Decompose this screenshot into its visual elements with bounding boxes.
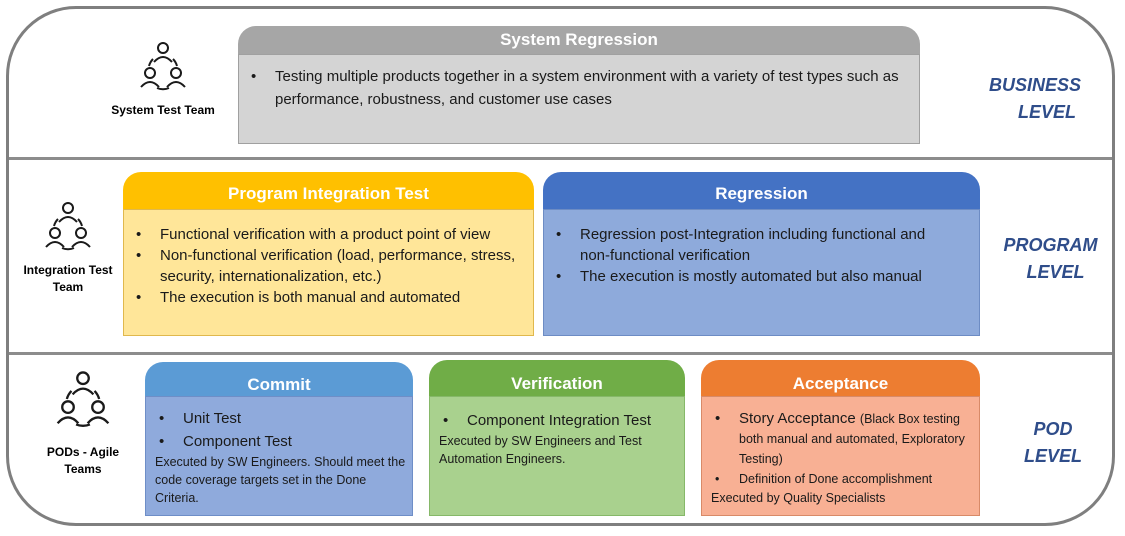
- bullet: The execution is mostly automated but al…: [556, 266, 959, 287]
- bullet: The execution is both manual and automat…: [136, 287, 523, 308]
- bullet: Component Test: [159, 430, 406, 453]
- bullet: Definition of Done accomplishment: [715, 470, 971, 489]
- commit-card: Commit Unit Test Component Test Executed…: [145, 362, 413, 516]
- card-body: Story Acceptance (Black Box testing both…: [701, 396, 980, 516]
- bullet: Story Acceptance (Black Box testing both…: [715, 409, 971, 469]
- card-body: Unit Test Component Test Executed by SW …: [145, 396, 413, 516]
- team-label: Integration Test Team: [23, 263, 113, 294]
- integration-test-team: Integration Test Team: [8, 200, 128, 296]
- pod-level-label: POD LEVEL: [1023, 419, 1082, 466]
- people-group-icon: [140, 42, 186, 91]
- card-title: Acceptance: [701, 360, 980, 396]
- program-integration-test-card: Program Integration Test Functional veri…: [123, 172, 534, 336]
- card-title: System Regression: [238, 26, 920, 54]
- team-label: System Test Team: [111, 103, 215, 117]
- diagram-frame: [6, 6, 1115, 526]
- bullet: Unit Test: [159, 407, 406, 430]
- bullet: Component Integration Test: [443, 409, 678, 432]
- business-level-label: BUSINESS LEVEL: [988, 75, 1082, 122]
- card-body: Component Integration Test Executed by S…: [429, 396, 685, 516]
- card-note: Executed by Quality Specialists: [711, 491, 886, 505]
- bullet-detail: (Black Box testing both manual and autom…: [739, 412, 965, 466]
- system-test-team: System Test Team: [98, 40, 228, 119]
- program-level-label: PROGRAM LEVEL: [1003, 235, 1098, 282]
- bullet: Non-functional verification (load, perfo…: [136, 245, 523, 287]
- card-title: Verification: [429, 360, 685, 396]
- business-program-divider: [9, 157, 1112, 160]
- people-group-icon: [56, 371, 110, 427]
- card-body: Regression post-Integration including fu…: [543, 209, 980, 336]
- bullet: Functional verification with a product p…: [136, 224, 523, 245]
- card-title: Program Integration Test: [123, 172, 534, 209]
- system-regression-card: System Regression Testing multiple produ…: [238, 26, 920, 144]
- card-note: Executed by SW Engineers. Should meet th…: [155, 455, 406, 505]
- people-group-icon: [45, 202, 91, 251]
- bullet: Regression post-Integration including fu…: [556, 224, 959, 266]
- verification-card: Verification Component Integration Test …: [429, 360, 685, 516]
- card-note: Executed by SW Engineers and Test Automa…: [439, 434, 642, 466]
- regression-card: Regression Regression post-Integration i…: [543, 172, 980, 336]
- bullet-main: Story Acceptance: [739, 410, 856, 427]
- pods-agile-teams: PODs - Agile Teams: [28, 368, 138, 478]
- bullet: Testing multiple products together in a …: [251, 65, 899, 111]
- program-pod-divider: [9, 352, 1112, 355]
- team-label: PODs - Agile Teams: [46, 445, 120, 476]
- card-body: Functional verification with a product p…: [123, 209, 534, 336]
- acceptance-card: Acceptance Story Acceptance (Black Box t…: [701, 360, 980, 516]
- card-body: Testing multiple products together in a …: [238, 54, 920, 144]
- card-title: Regression: [543, 172, 980, 209]
- card-title: Commit: [145, 362, 413, 396]
